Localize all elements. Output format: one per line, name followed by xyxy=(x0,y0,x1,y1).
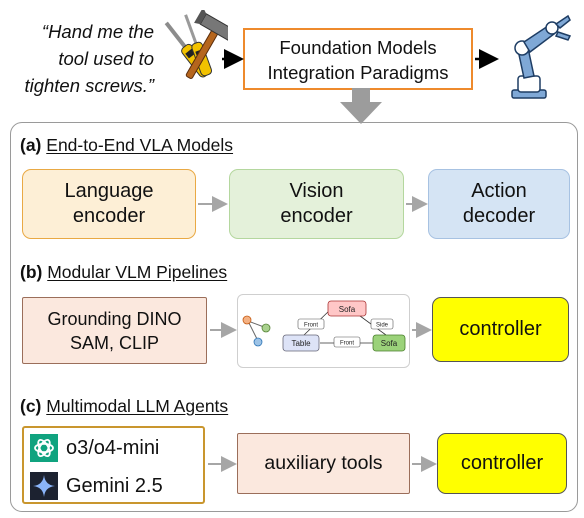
scene-edge-side-label: Side xyxy=(376,323,389,329)
auxiliary-tools-label: auxiliary tools xyxy=(264,452,383,474)
section-c-title: (c) Multimodal LLM Agents xyxy=(20,396,228,417)
legend-node xyxy=(242,315,252,325)
scene-edge-front-label: Front xyxy=(304,323,318,329)
vision-models-line1: Grounding DINO xyxy=(47,308,182,329)
instruction-line: tool used to xyxy=(58,48,154,69)
language-encoder-line2: encoder xyxy=(72,205,146,227)
vision-encoder-line1: Vision xyxy=(289,180,344,202)
agent-row-openai: o3/o4-mini xyxy=(30,434,159,462)
scene-node-sofa-right-label: Sofa xyxy=(381,339,398,348)
language-encoder-line1: Language xyxy=(64,180,154,202)
agent-name: o3/o4-mini xyxy=(66,436,160,459)
section-c-label: Multimodal LLM Agents xyxy=(46,396,229,416)
foundation-line2: Integration Paradigms xyxy=(267,62,449,83)
language-encoder-box: Language encoder xyxy=(22,169,196,239)
foundation-line1: Foundation Models xyxy=(279,37,437,58)
scene-edge-front-2-label: Front xyxy=(340,341,354,347)
action-decoder-box: Action decoder xyxy=(428,169,570,239)
scene-edge-side xyxy=(370,318,394,330)
scene-edge-front xyxy=(297,318,325,330)
tools-icon xyxy=(164,10,228,79)
controller-box-c: controller xyxy=(437,433,567,494)
section-b-title: (b) Modular VLM Pipelines xyxy=(20,262,227,283)
robot-arm-icon xyxy=(511,14,572,99)
section-b-tag: (b) xyxy=(20,262,43,282)
legend-node xyxy=(261,323,271,333)
scene-edge-front-2 xyxy=(333,336,361,348)
controller-label-c: controller xyxy=(460,452,544,474)
instruction-quote: “Hand me the tool used to tighten screws… xyxy=(6,18,154,99)
section-a-tag: (a) xyxy=(20,135,42,155)
section-a-title: (a) End-to-End VLA Models xyxy=(20,135,233,156)
controller-label-b: controller xyxy=(459,318,542,340)
section-c-tag: (c) xyxy=(20,396,42,416)
vision-models-line2: SAM, CLIP xyxy=(69,332,160,353)
action-decoder-line2: decoder xyxy=(462,205,536,227)
agent-name: Gemini 2.5 xyxy=(66,474,163,497)
scene-node-sofa-top-label: Sofa xyxy=(339,305,356,314)
agent-row-gemini: Gemini 2.5 xyxy=(30,472,163,500)
section-a-label: End-to-End VLA Models xyxy=(46,135,234,155)
instruction-line: tighten screws.” xyxy=(24,75,154,96)
scene-node-table-label: Table xyxy=(291,339,311,348)
vision-encoder-line2: encoder xyxy=(280,205,353,227)
scene-graph-panel: Sofa Table Sofa Front Side Front xyxy=(237,294,410,368)
down-arrow xyxy=(340,88,382,124)
vision-encoder-box: Vision encoder xyxy=(229,169,404,239)
section-b-label: Modular VLM Pipelines xyxy=(47,262,228,282)
openai-logo-icon xyxy=(30,434,58,462)
instruction-line: “Hand me the xyxy=(41,21,154,42)
gemini-logo-icon xyxy=(30,472,58,500)
auxiliary-tools-box: auxiliary tools xyxy=(237,433,410,494)
scene-node-sofa-top xyxy=(327,300,367,317)
scene-node-sofa-right xyxy=(372,334,406,352)
controller-box-b: controller xyxy=(432,297,569,362)
scene-node-table xyxy=(282,334,320,352)
action-decoder-line1: Action xyxy=(471,180,527,202)
legend-node xyxy=(253,337,263,347)
vision-models-box: Grounding DINO SAM, CLIP xyxy=(22,297,207,364)
